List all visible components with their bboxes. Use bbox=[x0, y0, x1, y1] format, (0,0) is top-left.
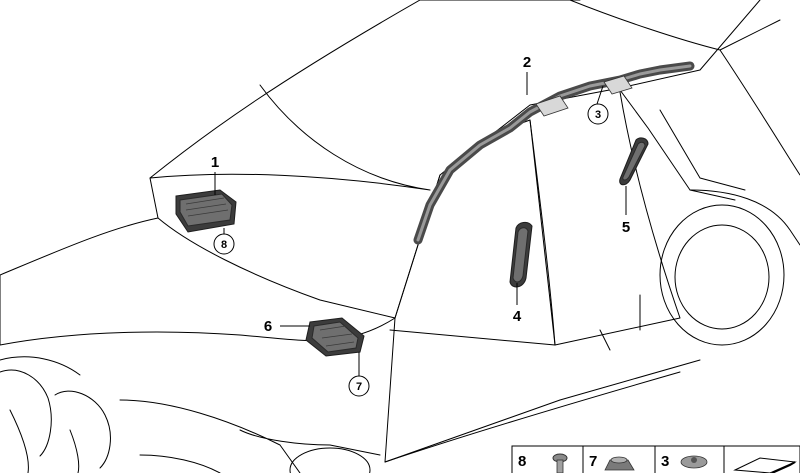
grille-outline bbox=[0, 356, 381, 473]
rear-door-outline bbox=[554, 91, 746, 401]
a-pillar-outline bbox=[394, 69, 736, 346]
rear-wheel-arch bbox=[659, 204, 785, 346]
callout-2: 2 bbox=[523, 54, 531, 71]
front-bumper-outline bbox=[9, 409, 221, 473]
ring-callout-7: 7 bbox=[348, 375, 370, 397]
leader-lines bbox=[214, 72, 627, 376]
svg-text:7: 7 bbox=[356, 381, 362, 393]
callout-1: 1 bbox=[211, 154, 219, 171]
windshield-outline bbox=[149, 174, 441, 319]
front-side-airbag[interactable] bbox=[509, 221, 533, 288]
shim-plate-icon bbox=[733, 457, 797, 473]
callout-5: 5 bbox=[622, 219, 630, 236]
ring-callout-3: 3 bbox=[587, 103, 609, 125]
rear-wheel-outline bbox=[674, 224, 770, 330]
nut-icon bbox=[604, 456, 635, 471]
fastener-legend: 8 7 3 bbox=[511, 445, 800, 473]
callout-6: 6 bbox=[264, 318, 272, 335]
passenger-airbag-module[interactable] bbox=[175, 189, 237, 233]
side-sill-outline bbox=[384, 294, 681, 463]
front-door-outline bbox=[384, 119, 561, 463]
rear-fender-outline bbox=[689, 0, 800, 246]
screw-icon bbox=[552, 453, 568, 473]
rear-side-airbag[interactable] bbox=[619, 137, 649, 186]
front-wheel-arch bbox=[289, 447, 371, 473]
legend-label-7: 7 bbox=[589, 453, 597, 470]
svg-text:3: 3 bbox=[595, 109, 601, 121]
legend-label-8: 8 bbox=[518, 453, 526, 470]
legend-label-3: 3 bbox=[661, 453, 669, 470]
roof-outline bbox=[149, 0, 781, 191]
curtain-airbag-bracket bbox=[535, 75, 633, 117]
svg-text:8: 8 bbox=[221, 239, 227, 251]
expanding-rivet-icon bbox=[680, 455, 708, 469]
ring-callout-8: 8 bbox=[213, 233, 235, 255]
curtain-airbag[interactable] bbox=[413, 61, 695, 245]
knee-airbag-module[interactable] bbox=[305, 317, 365, 357]
callout-4: 4 bbox=[513, 308, 522, 325]
curtain-airbag-inner bbox=[416, 64, 692, 242]
